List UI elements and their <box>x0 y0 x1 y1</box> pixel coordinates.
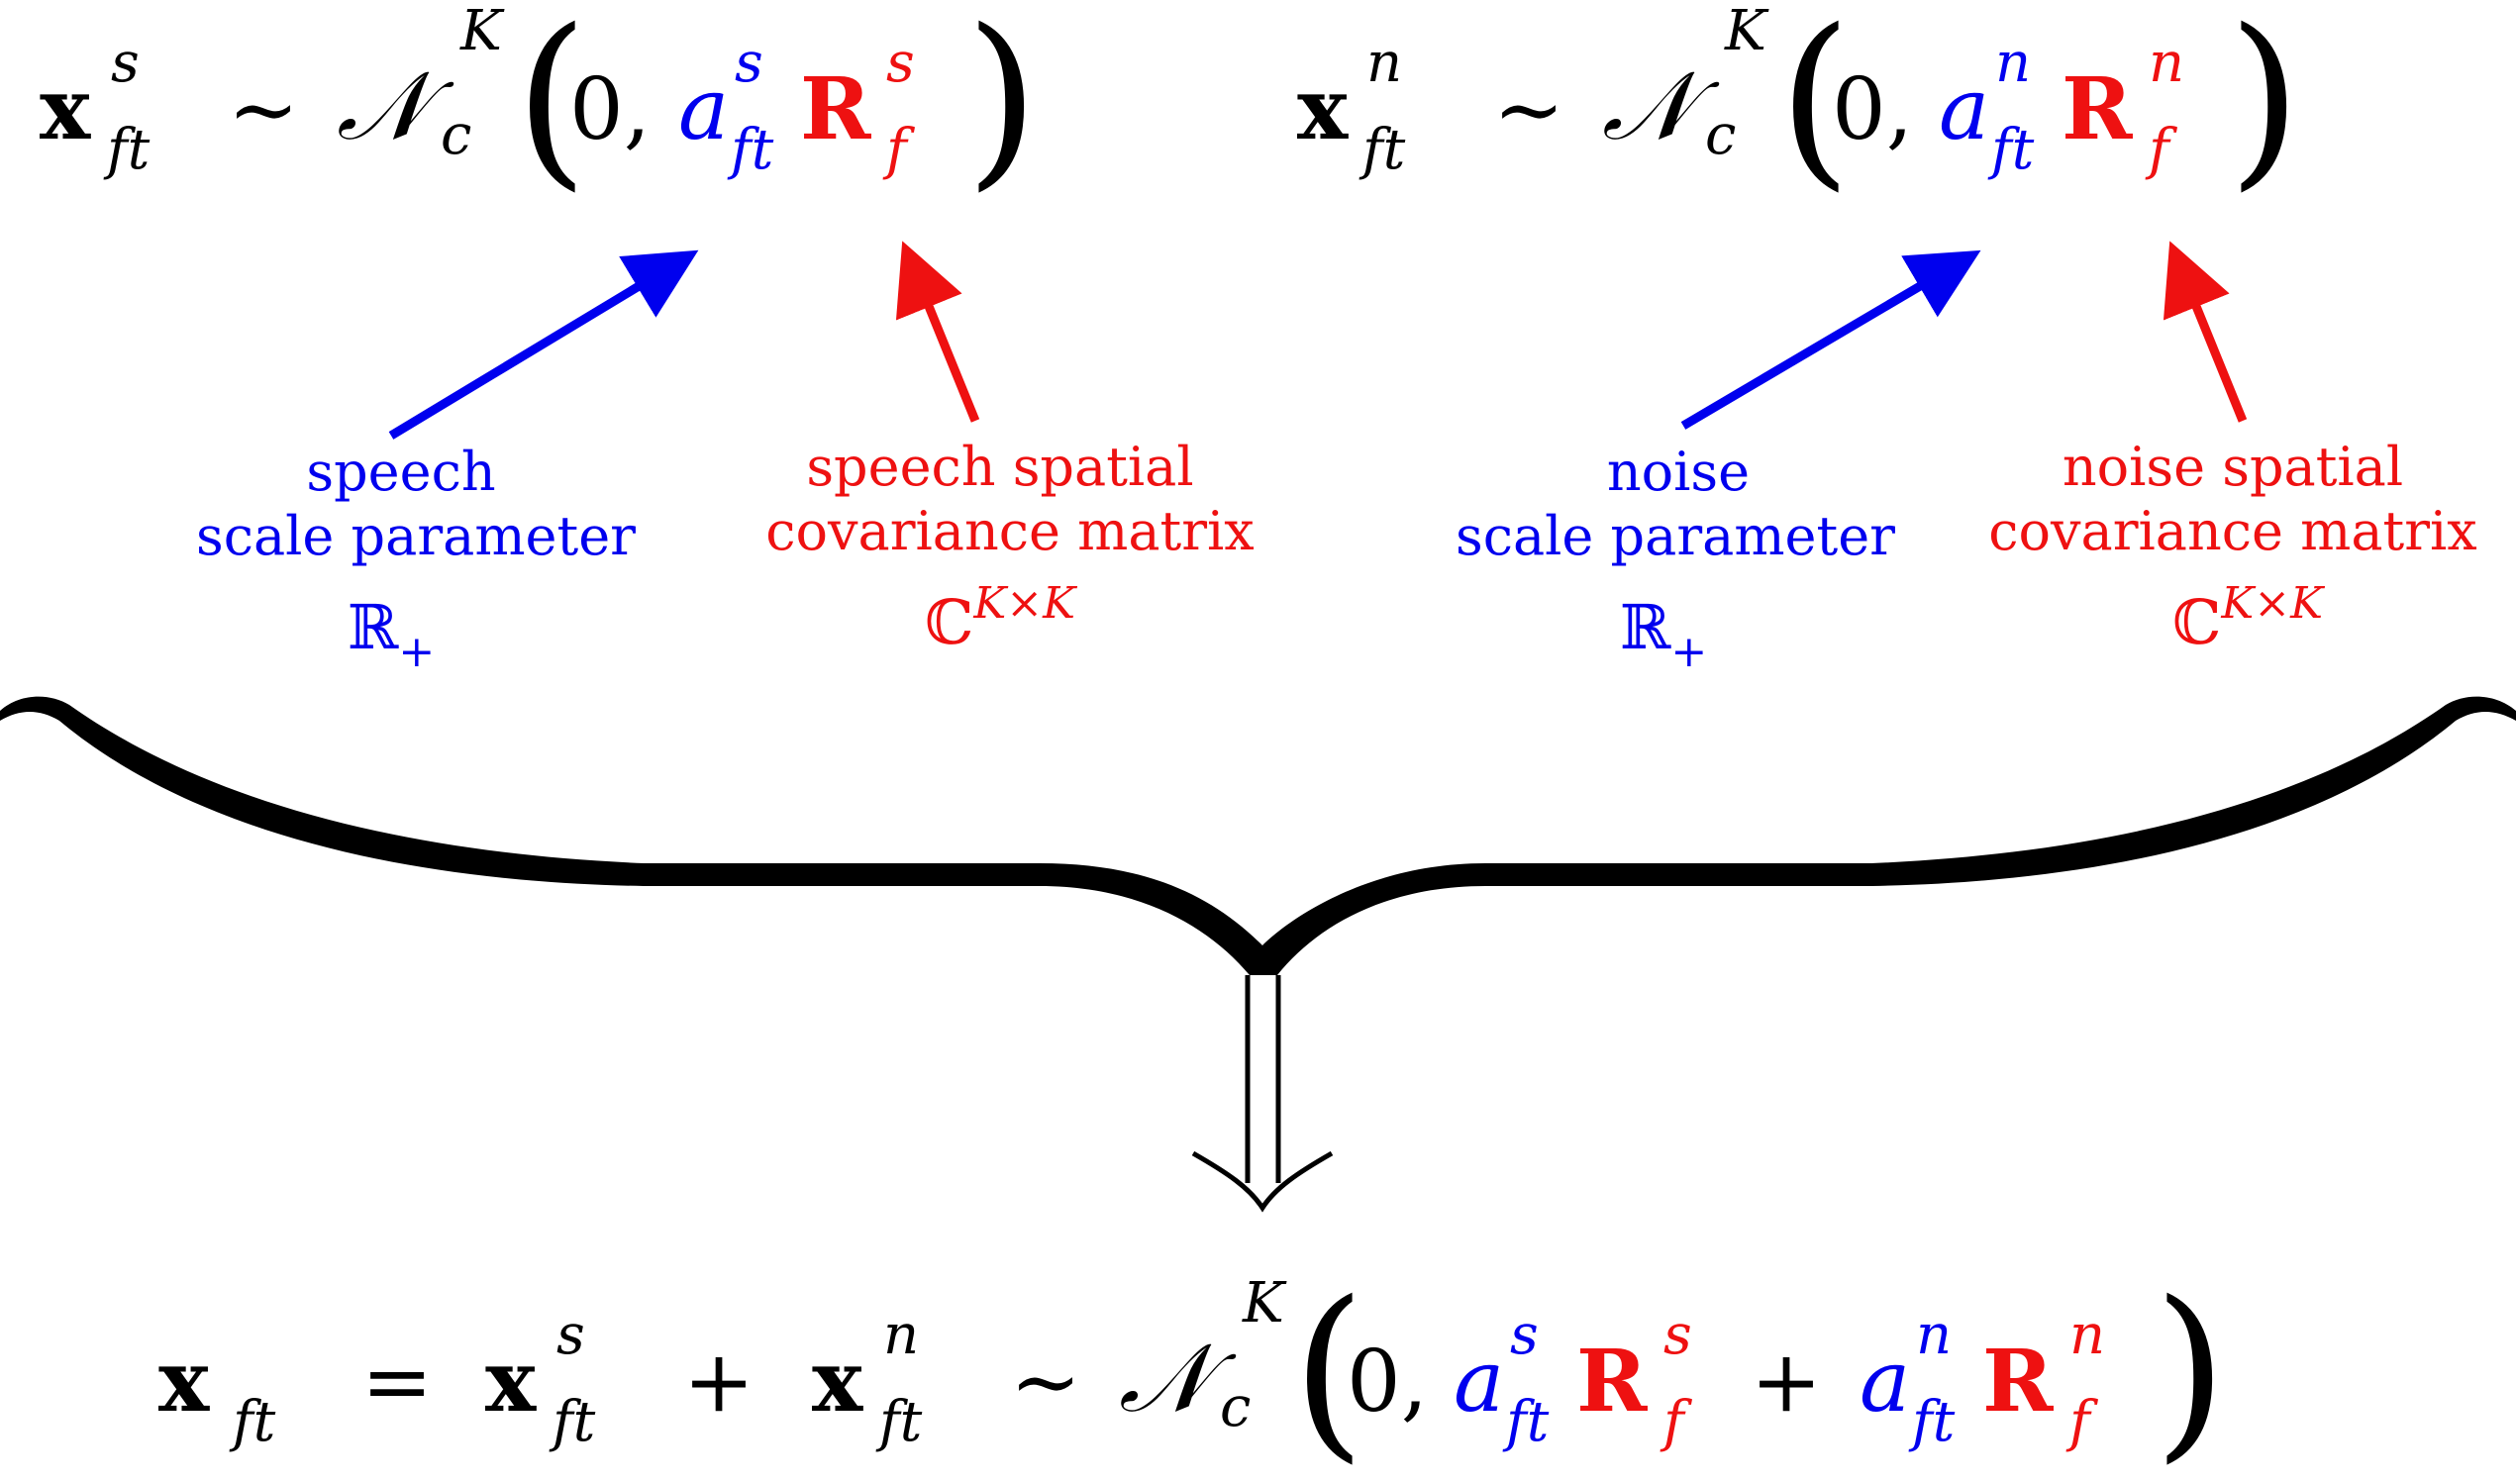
noise-cov-arrow <box>2163 241 2248 423</box>
speech-R: R <box>800 59 871 159</box>
speech-R-sub: f <box>882 118 916 182</box>
mix-Rn-sub: f <box>2065 1390 2099 1454</box>
noise-x: x <box>1297 59 1349 159</box>
noise-zero: 0, <box>1832 60 1913 159</box>
speech-dist-sub: c <box>441 103 471 167</box>
noise-cov-line2: covariance matrix <box>1988 500 2477 562</box>
speech-scale-line2: scale parameter <box>196 505 636 567</box>
noise-dist-sup: K <box>1724 0 1769 63</box>
combining-brace <box>0 696 2516 975</box>
speech-R-sup: s <box>886 31 915 95</box>
noise-R: R <box>2062 59 2133 159</box>
mix-Rs: R <box>1576 1332 1648 1432</box>
mix-lparen: ( <box>1292 1261 1365 1480</box>
mix-rparen: ) <box>2154 1261 2227 1480</box>
speech-cov-set: ℂK×K <box>925 578 1077 658</box>
speech-cov-line1: speech spatial <box>806 436 1193 498</box>
noise-lparen: ( <box>1778 0 1852 208</box>
speech-scale-label: speech scale parameter ℝ+ <box>196 441 636 677</box>
speech-x-sup: s <box>111 31 140 95</box>
mix-sim: ∼ <box>1010 1333 1081 1432</box>
mix-as-sup: s <box>1510 1303 1539 1367</box>
mix-eq: = <box>361 1333 433 1432</box>
noise-a: a <box>1939 60 1989 159</box>
noise-x-sup: n <box>1366 31 1402 95</box>
speech-dist: 𝒩 <box>337 50 454 161</box>
mix-Rn: R <box>1982 1332 2054 1432</box>
mix-xs-sup: s <box>556 1303 585 1367</box>
speech-x-sub: ft <box>103 118 151 182</box>
speech-cov-label: speech spatial covariance matrix ℂK×K <box>765 436 1255 658</box>
noise-R-sup: n <box>2149 31 2184 95</box>
noise-dist-sub: c <box>1705 103 1736 167</box>
mix-xn-sub: ft <box>875 1390 923 1454</box>
mixture-equation: x ft = x s ft + x n ft ∼ 𝒩 c K ( 0, a s … <box>158 1261 2227 1480</box>
speech-equation: x s ft ∼ 𝒩 c K ( 0, a s ft R s f ) <box>40 0 1039 208</box>
mix-Rn-sup: n <box>2069 1303 2105 1367</box>
noise-scale-label: noise scale parameter ℝ+ <box>1456 441 1895 677</box>
speech-x: x <box>40 59 91 159</box>
speech-scale-arrow <box>388 249 699 440</box>
speech-a-sup: s <box>735 31 763 95</box>
implies-arrow <box>1191 975 1334 1213</box>
mix-x-sub: ft <box>229 1390 276 1454</box>
mix-as-sub: ft <box>1502 1390 1550 1454</box>
mix-zero: 0, <box>1347 1333 1428 1432</box>
speech-scale-set: ℝ+ <box>348 591 435 677</box>
noise-dist: 𝒩 <box>1602 50 1720 161</box>
mix-xn: x <box>812 1332 863 1432</box>
mix-xn-sup: n <box>883 1303 919 1367</box>
mix-Rs-sub: f <box>1660 1390 1693 1454</box>
speech-scale-line1: speech <box>306 441 495 503</box>
noise-scale-set: ℝ+ <box>1620 591 1707 677</box>
mix-x: x <box>158 1332 210 1432</box>
mix-plus1: + <box>683 1333 755 1432</box>
noise-rparen: ) <box>2228 0 2301 208</box>
speech-cov-arrow <box>895 241 980 423</box>
speech-a: a <box>678 60 729 159</box>
speech-a-sub: ft <box>727 118 774 182</box>
mix-an-sup: n <box>1916 1303 1952 1367</box>
speech-rparen: ) <box>965 0 1039 208</box>
speech-cov-line2: covariance matrix <box>765 500 1255 562</box>
speech-dist-sup: K <box>459 0 505 63</box>
noise-R-sub: f <box>2145 118 2178 182</box>
speech-zero: 0, <box>569 60 651 159</box>
mix-xs: x <box>485 1332 537 1432</box>
mix-dist-sub: c <box>1220 1375 1251 1439</box>
noise-scale-line1: noise <box>1607 441 1750 503</box>
mix-dist-sup: K <box>1242 1271 1287 1336</box>
mix-an-sub: ft <box>1908 1390 1956 1454</box>
noise-equation: x n ft ∼ 𝒩 c K ( 0, a n ft R n f ) <box>1297 0 2301 208</box>
noise-sim: ∼ <box>1493 60 1564 159</box>
mix-plus2: + <box>1751 1333 1822 1432</box>
noise-cov-line1: noise spatial <box>2063 436 2403 498</box>
noise-scale-line2: scale parameter <box>1456 505 1895 567</box>
noise-cov-label: noise spatial covariance matrix ℂK×K <box>1988 436 2477 658</box>
noise-scale-arrow <box>1680 249 1981 430</box>
mix-Rs-sup: s <box>1663 1303 1692 1367</box>
noise-cov-set: ℂK×K <box>2172 578 2325 658</box>
noise-a-sub: ft <box>1987 118 2035 182</box>
noise-x-sub: ft <box>1359 118 1406 182</box>
speech-lparen: ( <box>515 0 588 208</box>
mix-as: a <box>1454 1333 1504 1432</box>
mix-an: a <box>1860 1333 1910 1432</box>
mix-xs-sub: ft <box>549 1390 596 1454</box>
speech-sim: ∼ <box>228 60 299 159</box>
noise-a-sup: n <box>1995 31 2031 95</box>
